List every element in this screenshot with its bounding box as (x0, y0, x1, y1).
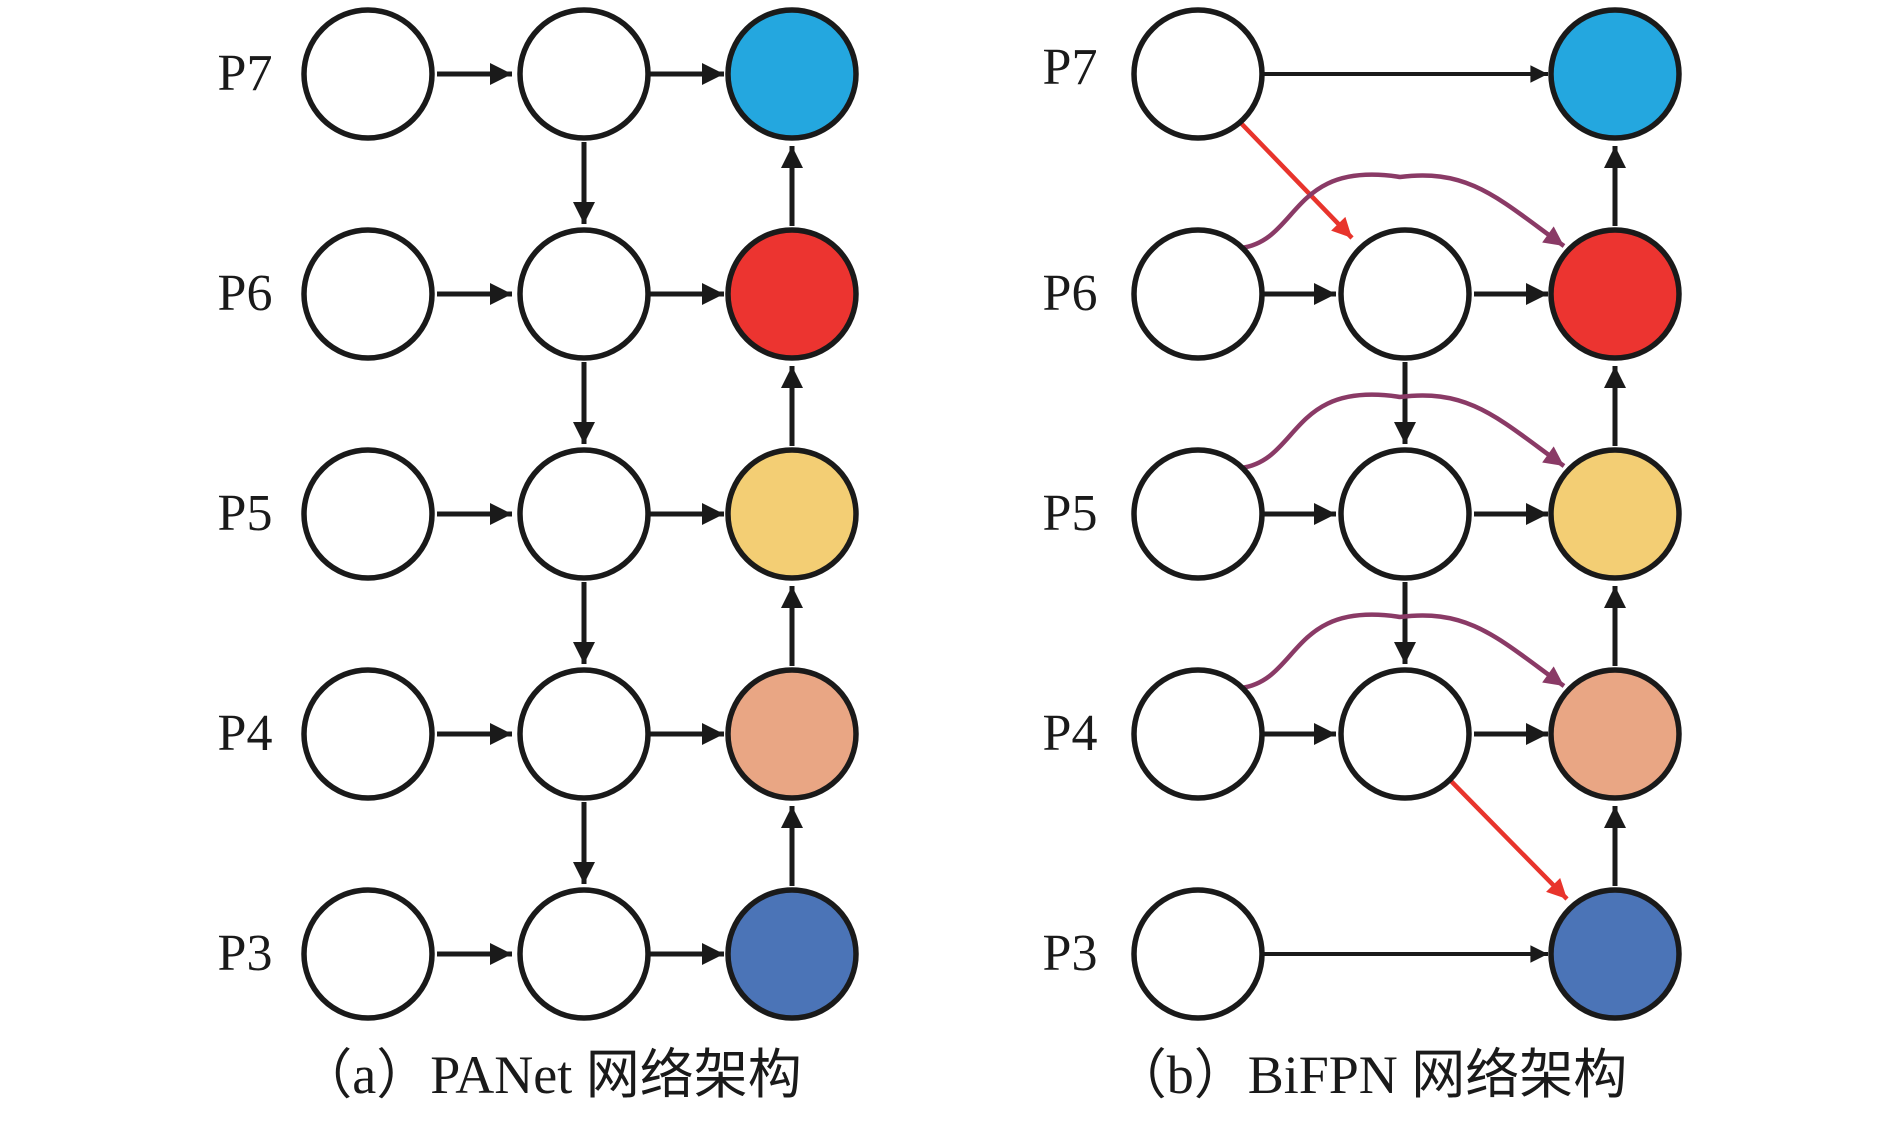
bifpn-input-node (1131, 447, 1265, 581)
panet-input-nodes (301, 7, 435, 1021)
panet-level-label: P4 (218, 705, 273, 762)
bifpn-level-label: P3 (1043, 925, 1098, 982)
bifpn-intermediate-node (1338, 227, 1472, 361)
bifpn-output-node-p4 (1548, 667, 1682, 801)
panet-level-label: P7 (218, 45, 273, 102)
bifpn-level-label: P4 (1043, 705, 1098, 762)
panet-output-node-p7 (725, 7, 859, 141)
panet-top-down-nodes (517, 7, 651, 1021)
panet-input-node (301, 887, 435, 1021)
panet-input-node (301, 447, 435, 581)
panet-caption: （a）PANet 网络架构 (298, 1045, 802, 1105)
bifpn-output-node-p5 (1548, 447, 1682, 581)
panet-level-label: P5 (218, 485, 273, 542)
bifpn-output-nodes (1548, 7, 1682, 1021)
bifpn-input-node (1131, 667, 1265, 801)
panet-diagram: P7 P6 P5 P4 P3 (218, 7, 859, 1021)
panet-output-node-p5 (725, 447, 859, 581)
bifpn-skip-arrow (1240, 612, 1566, 691)
bifpn-cross-scale-arrows (1235, 117, 1569, 901)
bifpn-intermediate-node (1338, 667, 1472, 801)
panet-output-arrows (650, 62, 724, 966)
bifpn-skip-connections (1240, 172, 1566, 691)
panet-input-node (301, 667, 435, 801)
bifpn-level-label: P7 (1043, 39, 1098, 96)
panet-output-node-p6 (725, 227, 859, 361)
bifpn-input-node (1131, 7, 1265, 141)
bifpn-input-node (1131, 887, 1265, 1021)
bifpn-red-arrow (1235, 117, 1354, 240)
bifpn-input-node (1131, 227, 1265, 361)
panet-top-down-node (517, 227, 651, 361)
bifpn-caption: （b）BiFPN 网络架构 (1112, 1045, 1628, 1105)
bifpn-red-arrow (1447, 777, 1569, 901)
bifpn-output-node-p3 (1548, 887, 1682, 1021)
bifpn-output-node-p6 (1548, 227, 1682, 361)
panet-top-down-node (517, 887, 651, 1021)
bifpn-input-arrows (1262, 282, 1336, 746)
panet-level-label: P6 (218, 265, 273, 322)
panet-output-node-p4 (725, 667, 859, 801)
bifpn-level-label: P5 (1043, 485, 1098, 542)
bifpn-output-arrows (1474, 282, 1548, 746)
bifpn-level-label: P6 (1043, 265, 1098, 322)
bifpn-direct-arrows (1262, 65, 1548, 963)
panet-top-down-node (517, 7, 651, 141)
bifpn-intermediate-nodes (1338, 227, 1472, 801)
bifpn-input-nodes (1131, 7, 1265, 1021)
bifpn-skip-arrow (1240, 392, 1566, 471)
panet-output-nodes (725, 7, 859, 1021)
bifpn-diagram: P7 P6 P5 P4 P3 (1043, 7, 1682, 1021)
panet-input-node (301, 7, 435, 141)
bifpn-output-node-p7 (1548, 7, 1682, 141)
panet-top-down-node (517, 447, 651, 581)
panet-input-node (301, 227, 435, 361)
panet-top-down-node (517, 667, 651, 801)
panet-level-label: P3 (218, 925, 273, 982)
panet-input-arrows (437, 62, 512, 966)
panet-output-node-p3 (725, 887, 859, 1021)
bifpn-skip-arrow (1240, 172, 1566, 251)
bifpn-intermediate-node (1338, 447, 1472, 581)
